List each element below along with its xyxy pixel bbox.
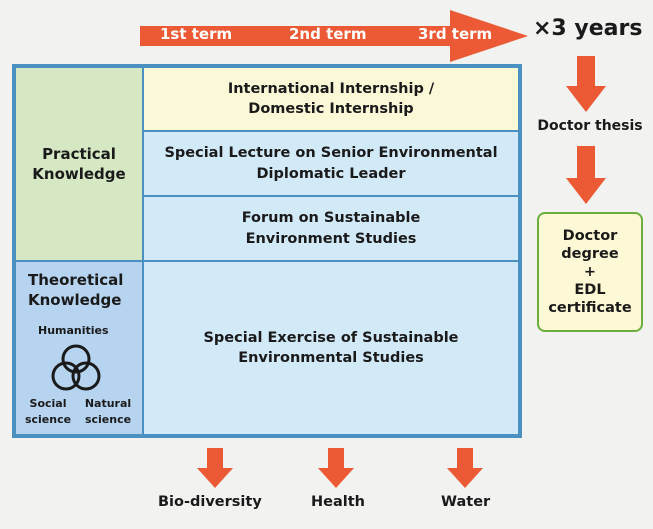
special-lecture-row: Special Lecture on Senior Environmental … (143, 131, 519, 196)
practical-knowledge-cell: Practical Knowledge (15, 67, 143, 261)
theme-water: Water (441, 494, 491, 510)
theoretical-knowledge-label: Theoretical Knowledge (28, 271, 124, 310)
social-science-label: Social science (24, 397, 72, 426)
internship-row: International Internship / Domestic Inte… (143, 67, 519, 131)
forum-row: Forum on Sustainable Environment Studies (143, 196, 519, 261)
degree-line: certificate (548, 300, 632, 317)
theoretical-knowledge-cell: Theoretical Knowledge Humanities Social … (15, 261, 143, 435)
theme-health: Health (311, 494, 365, 510)
term-timeline-arrow (140, 10, 528, 62)
degree-line: + (583, 263, 597, 280)
degree-line: EDL (574, 282, 606, 299)
down-arrow-icon (566, 146, 606, 204)
humanities-label: Humanities (38, 324, 109, 337)
special-exercise-row: Special Exercise of Sustainable Environm… (143, 261, 519, 435)
degree-line: degree (561, 245, 619, 262)
natural-science-label: Natural science (84, 397, 132, 426)
down-arrow-icon (447, 448, 483, 488)
term-label-3: 3rd term (418, 25, 493, 43)
internship-label: International Internship / Domestic Inte… (227, 80, 435, 117)
special-lecture-label: Special Lecture on Senior Environmental … (164, 145, 498, 182)
venn-diagram-icon (51, 344, 101, 391)
down-arrow-icon (566, 56, 606, 112)
forum-label: Forum on Sustainable Environment Studies (241, 210, 421, 247)
degree-line: Doctor (562, 227, 618, 244)
doctor-thesis-label: Doctor thesis (537, 118, 643, 134)
practical-knowledge-label: Practical Knowledge (32, 144, 126, 183)
years-multiplier: ×3 years (533, 16, 643, 41)
term-label-1: 1st term (160, 25, 233, 43)
theme-biodiversity: Bio-diversity (158, 494, 262, 510)
degree-certificate-box: Doctor degree + EDL certificate (537, 212, 643, 332)
down-arrow-icon (318, 448, 354, 488)
down-arrow-icon (197, 448, 233, 488)
term-label-2: 2nd term (289, 25, 367, 43)
special-exercise-label: Special Exercise of Sustainable Environm… (203, 329, 459, 366)
